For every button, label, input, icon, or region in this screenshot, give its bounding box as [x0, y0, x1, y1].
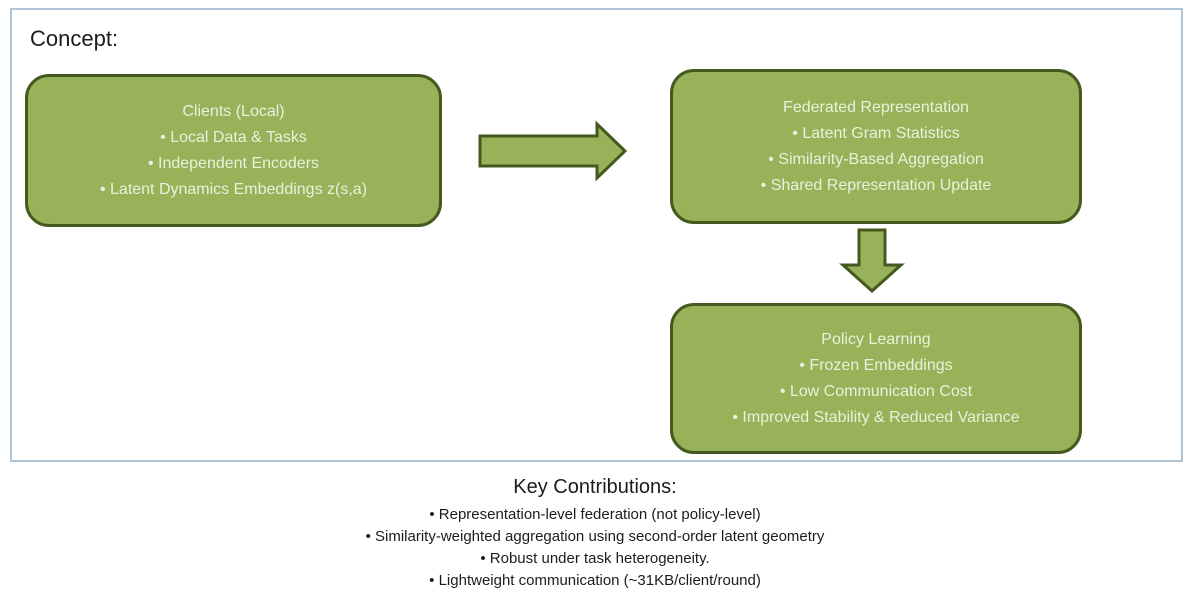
policy-box-bullet: Improved Stability & Reduced Variance	[683, 405, 1069, 431]
clients-box-bullet: Independent Encoders	[38, 151, 429, 177]
federated-representation-box: Federated Representation Latent Gram Sta…	[670, 69, 1082, 224]
policy-box-bullet: Low Communication Cost	[683, 379, 1069, 405]
key-contribution-item: Representation-level federation (not pol…	[0, 504, 1190, 526]
federated-box-bullet: Shared Representation Update	[683, 173, 1069, 199]
clients-box-bullet: Latent Dynamics Embeddings z(s,a)	[38, 177, 429, 203]
right-arrow-icon	[478, 120, 628, 182]
policy-box-title: Policy Learning	[821, 330, 931, 348]
concept-label: Concept:	[30, 26, 119, 51]
clients-box: Clients (Local) Local Data & Tasks Indep…	[25, 74, 442, 227]
down-arrow-icon	[839, 228, 905, 294]
concept-panel: Concept: Clients (Local) Local Data & Ta…	[10, 8, 1183, 462]
key-contribution-item: Similarity-weighted aggregation using se…	[0, 526, 1190, 548]
clients-box-bullet: Local Data & Tasks	[38, 125, 429, 151]
policy-box-bullet: Frozen Embeddings	[683, 353, 1069, 379]
policy-learning-box: Policy Learning Frozen Embeddings Low Co…	[670, 303, 1082, 454]
federated-box-bullet: Latent Gram Statistics	[683, 121, 1069, 147]
key-contribution-item: Lightweight communication (~31KB/client/…	[0, 570, 1190, 592]
federated-box-bullet: Similarity-Based Aggregation	[683, 147, 1069, 173]
clients-box-title: Clients (Local)	[182, 102, 285, 120]
key-contributions-title: Key Contributions:	[513, 476, 677, 498]
federated-box-title: Federated Representation	[783, 98, 969, 116]
key-contributions: Key Contributions: Representation-level …	[0, 474, 1190, 592]
key-contribution-item: Robust under task heterogeneity.	[0, 548, 1190, 570]
